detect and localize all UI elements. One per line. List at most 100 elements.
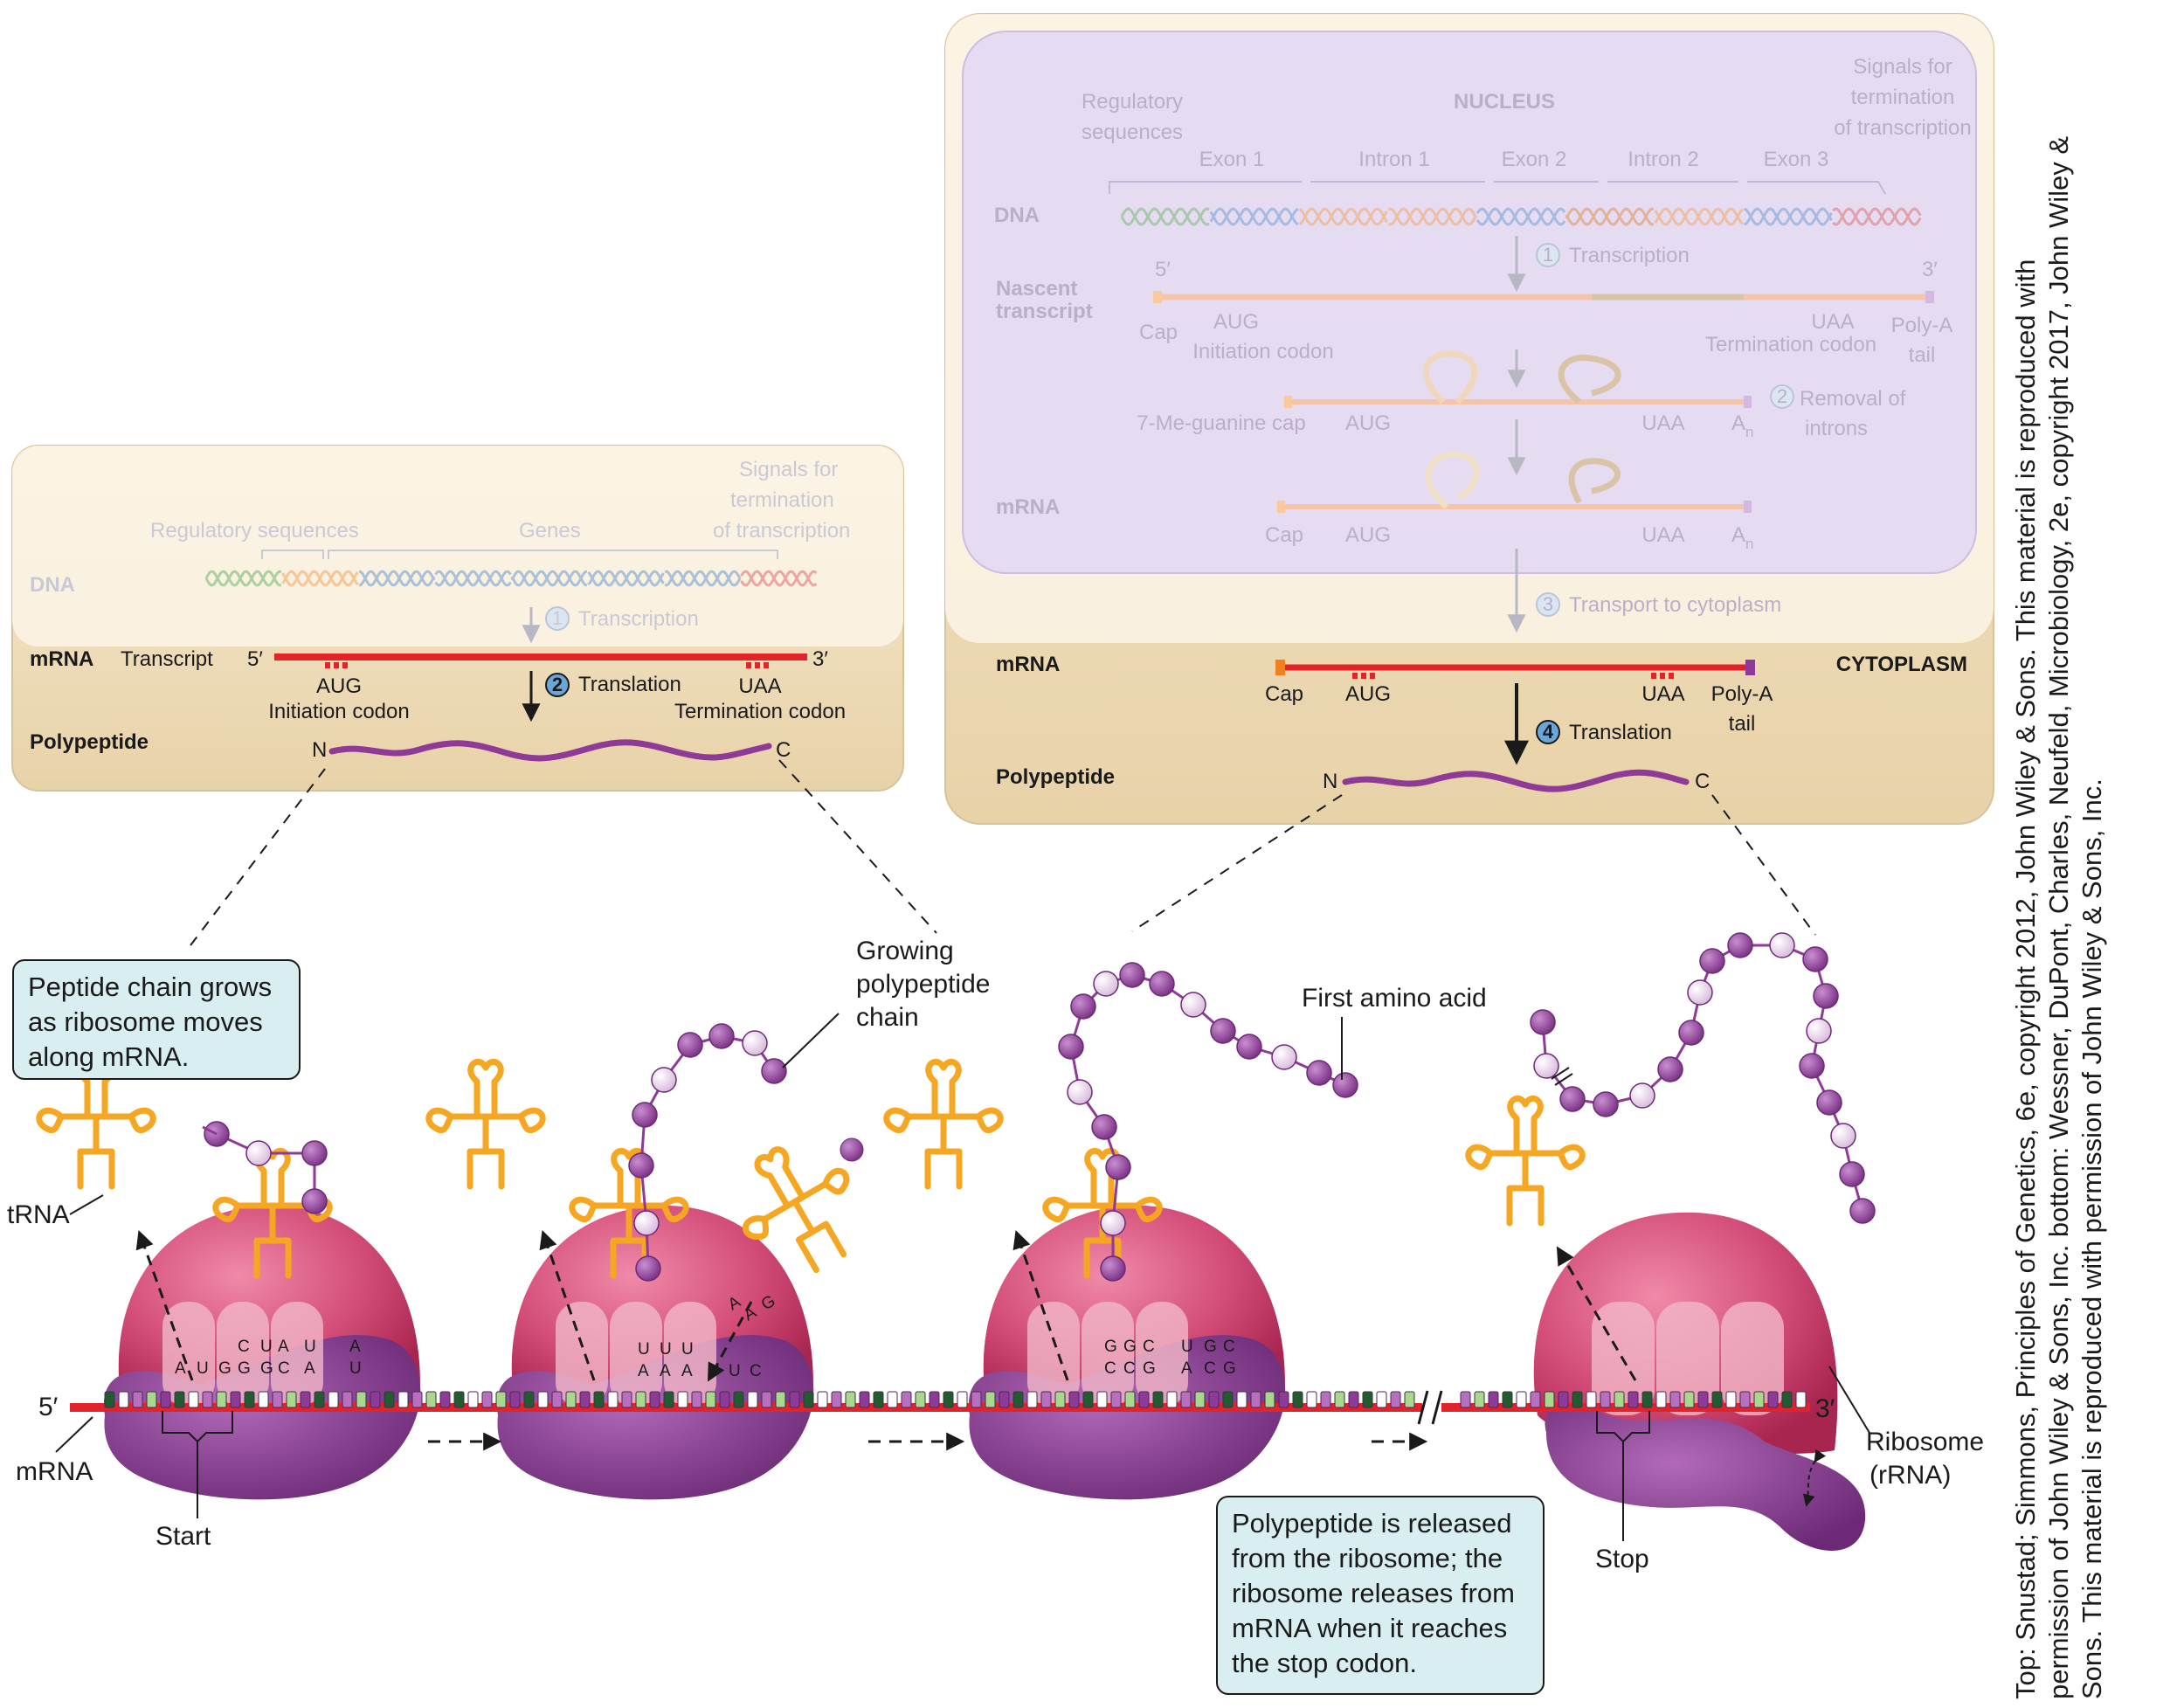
signals-label-1: Signals for xyxy=(739,458,838,481)
start-label: Start xyxy=(156,1522,211,1551)
mrna-base xyxy=(733,1391,744,1408)
amino-acid xyxy=(1058,1034,1084,1060)
cap-marker xyxy=(1275,660,1285,675)
mrna-base xyxy=(1600,1391,1611,1408)
nascent-init-codon: Initiation codon xyxy=(1192,340,1333,363)
mrna-base xyxy=(621,1391,632,1408)
mrna-base xyxy=(551,1391,563,1408)
cyto-aug-label: AUG xyxy=(1345,682,1391,706)
dna-strand xyxy=(1298,207,1388,226)
amino-acid xyxy=(677,1032,703,1058)
trna xyxy=(425,1058,546,1190)
svg-text:C: C xyxy=(1204,1359,1216,1378)
mrna-base xyxy=(1530,1391,1541,1408)
trna-body xyxy=(36,1058,156,1190)
amino-acid xyxy=(1799,1053,1825,1079)
mrna-base xyxy=(118,1391,129,1408)
mrna-base xyxy=(579,1391,591,1408)
mrna-base xyxy=(314,1391,325,1408)
mrna-base xyxy=(1586,1391,1597,1408)
growing-label-3: chain xyxy=(856,1003,919,1032)
mrna-base xyxy=(761,1391,772,1408)
euk-signals-1: Signals for xyxy=(1853,55,1952,79)
splice-uaa: UAA xyxy=(1641,411,1684,435)
amino-acid xyxy=(1067,1079,1093,1105)
aug-marks xyxy=(325,662,348,668)
dna-strand xyxy=(204,570,282,587)
dna-strand xyxy=(204,570,282,587)
mrna-base xyxy=(174,1391,185,1408)
svg-text:U: U xyxy=(729,1362,741,1380)
mrna-base xyxy=(1208,1391,1220,1408)
mrna-base xyxy=(1795,1391,1807,1408)
intron1-label: Intron 1 xyxy=(1358,148,1429,171)
svg-text:C: C xyxy=(238,1338,250,1356)
dna-strand xyxy=(1476,207,1566,226)
amino-acid xyxy=(1533,1053,1559,1079)
svg-text:C: C xyxy=(750,1362,762,1380)
mrna-base xyxy=(663,1391,674,1408)
gene-bracket xyxy=(261,550,778,559)
mrna-base xyxy=(719,1391,730,1408)
intron2-loop xyxy=(1558,354,1621,405)
amino-acid xyxy=(1210,1018,1236,1044)
amino-acid xyxy=(628,1152,654,1179)
mrna-base xyxy=(831,1391,842,1408)
mrna-base xyxy=(593,1391,605,1408)
mrna-base xyxy=(356,1391,367,1408)
svg-text:G: G xyxy=(1204,1338,1217,1356)
incoming-amino-acid xyxy=(840,1138,864,1162)
amino-acid xyxy=(1849,1198,1876,1224)
svg-text:2: 2 xyxy=(1777,385,1787,407)
mrna-base xyxy=(481,1391,493,1408)
mrna-base xyxy=(146,1391,157,1408)
mrna-base xyxy=(1502,1391,1513,1408)
amino-acid xyxy=(1699,948,1725,974)
exon3-label: Exon 3 xyxy=(1764,148,1829,171)
mrna-base xyxy=(1753,1391,1765,1408)
trna xyxy=(1465,1095,1586,1227)
dna-strand xyxy=(281,570,359,587)
mrna-base xyxy=(677,1391,688,1408)
trna-label: tRNA xyxy=(7,1200,70,1229)
nascent-five-prime: 5′ xyxy=(1155,258,1171,281)
mrna-base xyxy=(397,1391,409,1408)
mrna-base xyxy=(1725,1391,1737,1408)
euk-regulatory-1: Regulatory xyxy=(1082,90,1183,114)
nascent-term-codon: Termination codon xyxy=(1705,333,1876,356)
dna-label: DNA xyxy=(30,573,75,597)
trna-exit-arrows xyxy=(135,1230,1637,1382)
svg-text:C: C xyxy=(1143,1338,1155,1356)
mrna-base xyxy=(104,1391,115,1408)
mrna-base xyxy=(467,1391,479,1408)
mrna-three-prime: 3′ xyxy=(1815,1394,1835,1423)
svg-text:G: G xyxy=(260,1359,273,1378)
mrna-base xyxy=(943,1391,954,1408)
mrna-base xyxy=(635,1391,646,1408)
svg-text:3: 3 xyxy=(1543,593,1553,615)
dna-strand xyxy=(1565,207,1655,226)
codon-letters-r3: G C G C C G U A G C C G xyxy=(1104,1338,1236,1378)
removal-introns-1: Removal of xyxy=(1800,387,1906,411)
exon2-label: Exon 2 xyxy=(1502,148,1567,171)
svg-text:G: G xyxy=(1104,1338,1117,1356)
mrna-five-prime: 5′ xyxy=(38,1393,59,1421)
nascent-cap: Cap xyxy=(1139,321,1178,344)
mrna-base xyxy=(873,1391,884,1408)
polypeptide-chains xyxy=(202,932,1876,1282)
mrna-base xyxy=(1544,1391,1555,1408)
euk-nuc-mrna-label: mRNA xyxy=(996,495,1060,519)
amino-acid xyxy=(1687,979,1713,1006)
nascent-aug: AUG xyxy=(1213,310,1259,334)
mrna-base xyxy=(929,1391,940,1408)
svg-text:U: U xyxy=(660,1340,672,1359)
mrna-base xyxy=(1348,1391,1359,1408)
nascent-label-1: Nascent xyxy=(996,277,1077,301)
dna-strand xyxy=(1654,207,1744,226)
svg-text:U: U xyxy=(304,1338,316,1356)
dna-strand xyxy=(1298,207,1388,226)
trna-body xyxy=(212,1147,333,1279)
signals-label-2: termination xyxy=(730,488,834,512)
amino-acid xyxy=(1306,1060,1332,1086)
